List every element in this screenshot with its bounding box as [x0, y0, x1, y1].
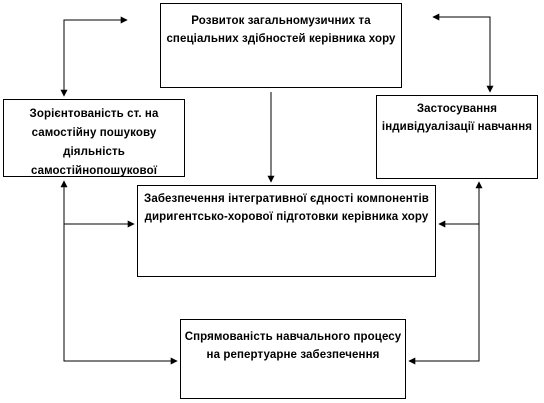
- arrow-left-top: [60, 16, 128, 97]
- box-integrative-unity-label: Забезпечення інтегративної єдності компо…: [144, 193, 429, 223]
- arrow-left-center: [60, 180, 135, 228]
- box-integrative-unity: Забезпечення інтегративної єдності компо…: [137, 185, 436, 277]
- box-individualization: Застосування індивідуалізації навчання: [376, 95, 538, 179]
- box-search-orientation: Зорієнтованість ст. на самостійну пошуко…: [3, 99, 185, 177]
- box-repertoire-focus-label: Спрямованість навчального процесу на реп…: [184, 331, 402, 361]
- arrow-right-bottom: [408, 224, 480, 365]
- arrow-left-bottom: [63, 224, 178, 365]
- arrow-right-center: [438, 181, 483, 228]
- box-skills-development: Розвиток загальномузичних та спеціальних…: [160, 3, 402, 88]
- box-skills-development-label: Розвиток загальномузичних та спеціальних…: [166, 15, 396, 45]
- box-individualization-label: Застосування індивідуалізації навчання: [381, 103, 533, 133]
- box-repertoire-focus: Спрямованість навчального процесу на реп…: [180, 319, 406, 399]
- box-search-orientation-label: Зорієнтованість ст. на самостійну пошуко…: [29, 108, 159, 177]
- arrow-top-right: [432, 13, 494, 93]
